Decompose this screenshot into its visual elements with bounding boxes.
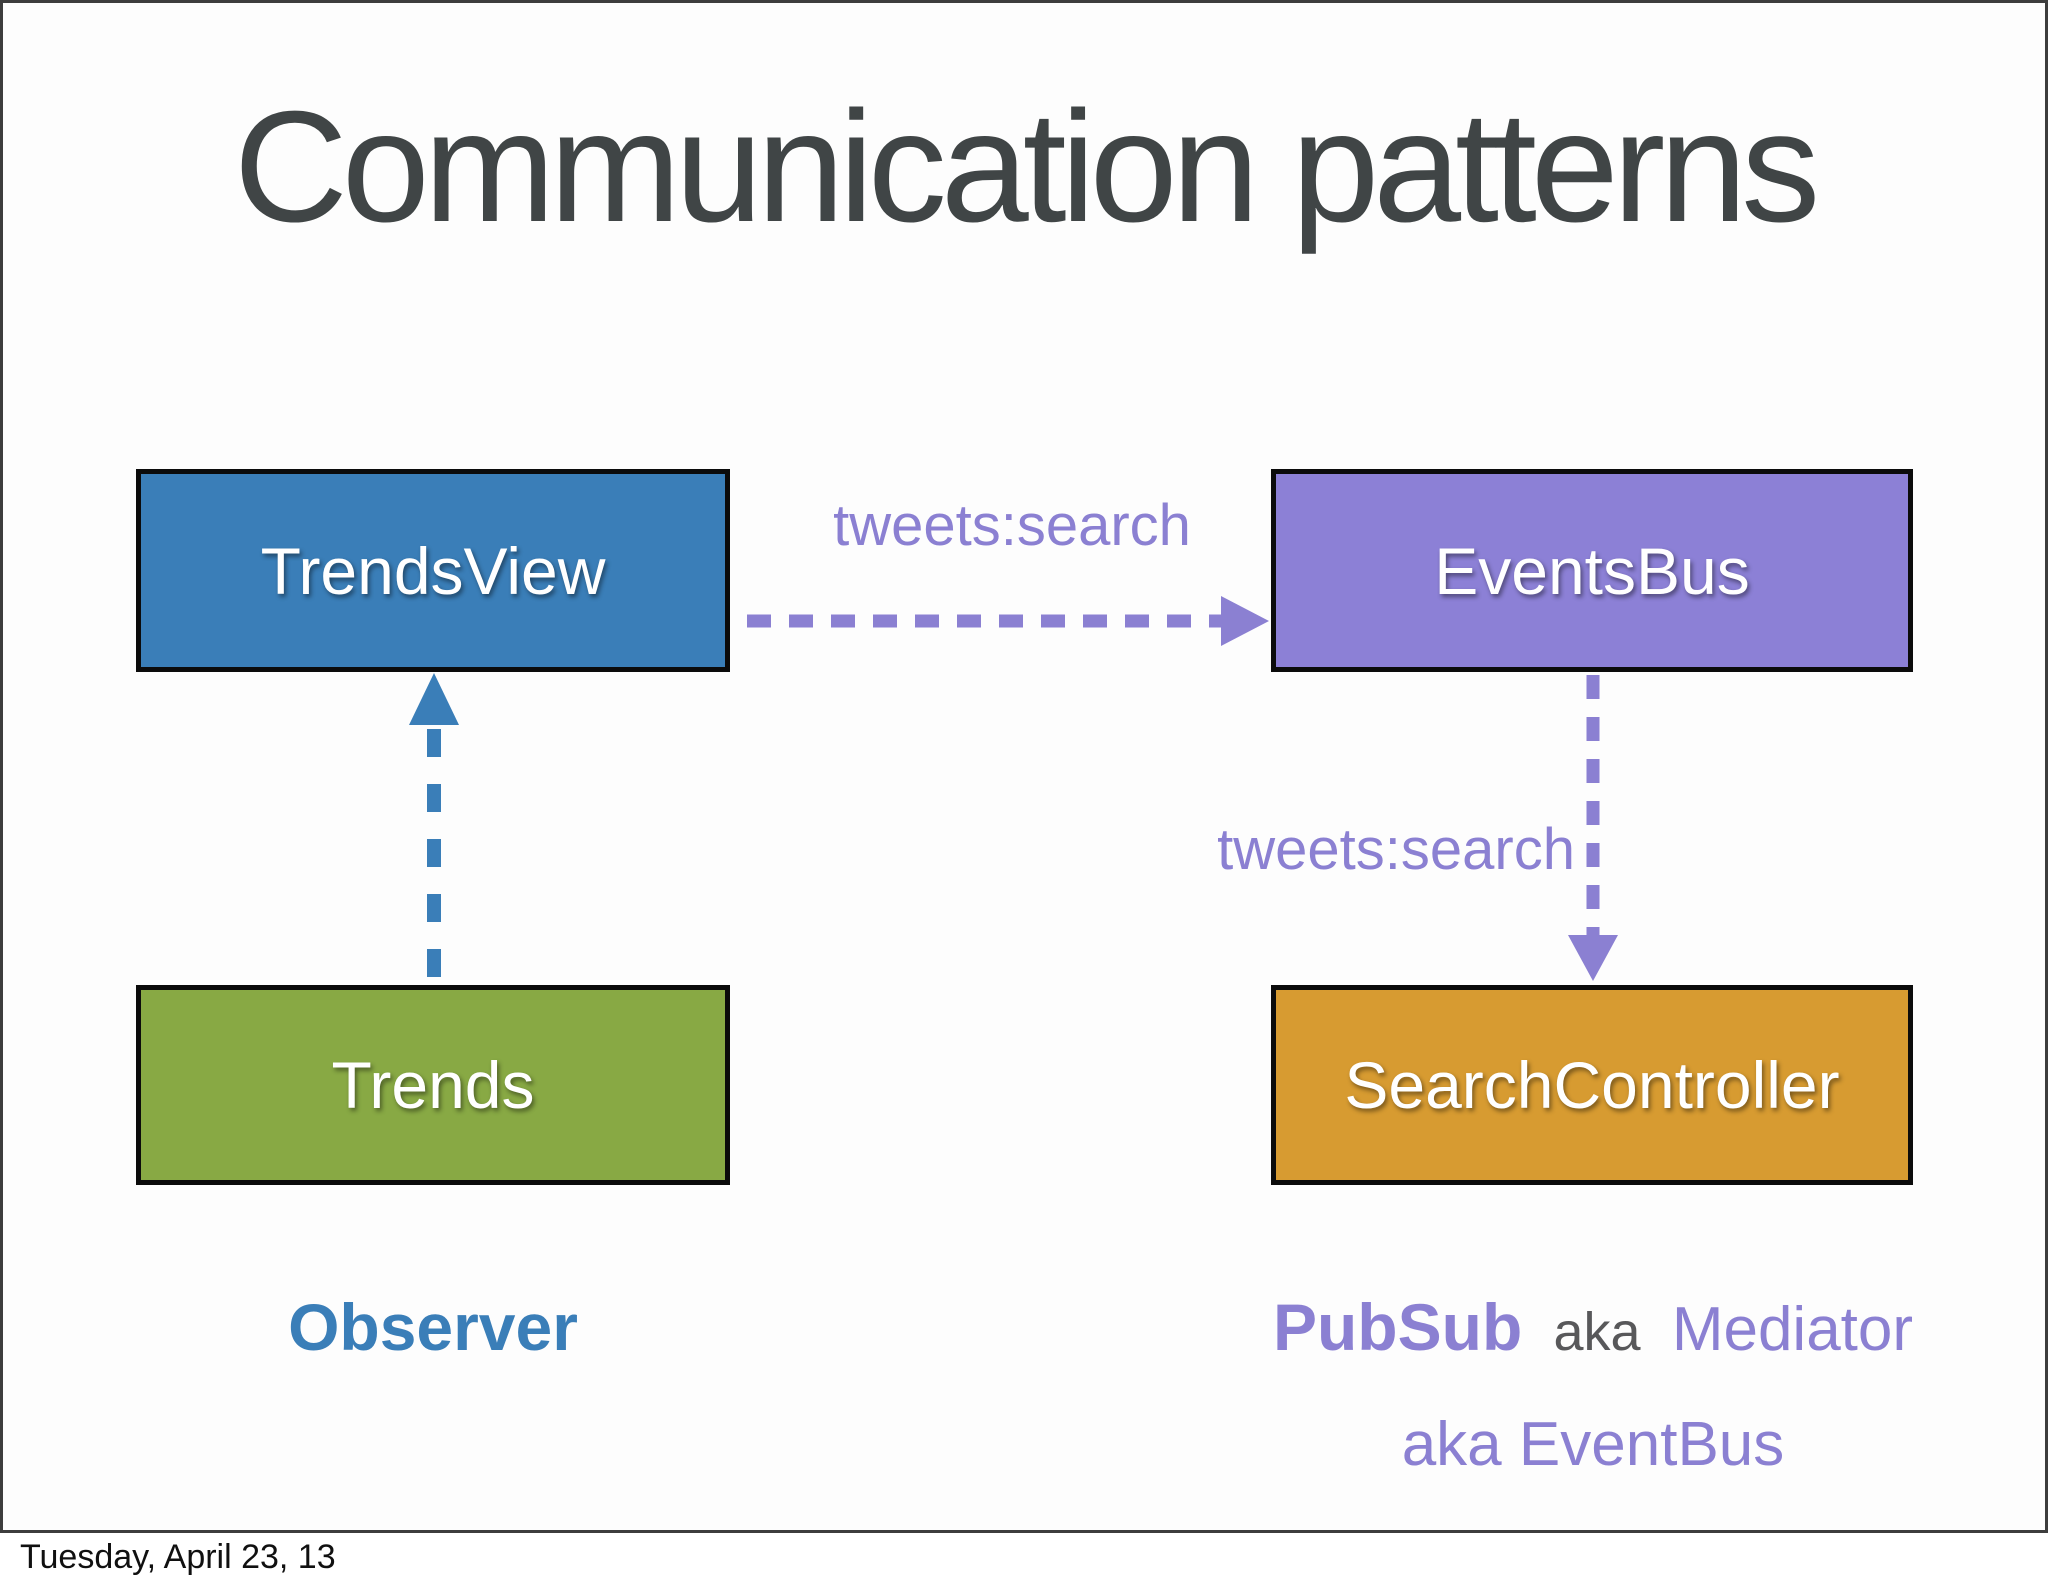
- arrow-eventsbus-to-searchcontroller-icon: [1566, 673, 1620, 983]
- node-label-trends: Trends: [331, 1048, 535, 1122]
- pattern-pubsub-aka2-word: aka: [1401, 1410, 1502, 1479]
- node-label-eventsbus: EventsBus: [1434, 533, 1750, 608]
- pattern-pubsub-aka2-name: EventBus: [1518, 1410, 1785, 1479]
- pattern-label-pubsub-line2: aka EventBus: [1113, 1409, 2048, 1480]
- slide-frame: Communication patterns TrendsView Events…: [0, 0, 2048, 1533]
- pattern-pubsub-aka1-name: Mediator: [1671, 1295, 1914, 1364]
- arrow-trendsview-to-eventsbus-icon: [745, 594, 1271, 648]
- page-title: Communication patterns: [233, 79, 1820, 255]
- diagram-node-eventsbus: EventsBus: [1271, 469, 1913, 672]
- pattern-pubsub-primary: PubSub: [1272, 1290, 1523, 1364]
- diagram-node-searchcontroller: SearchController: [1271, 985, 1913, 1185]
- diagram-node-trends: Trends: [136, 985, 730, 1185]
- pattern-pubsub-aka1-word: aka: [1553, 1302, 1641, 1362]
- node-label-searchcontroller: SearchController: [1344, 1048, 1840, 1122]
- arrow-trends-to-trendsview-icon: [407, 671, 461, 983]
- pattern-label-observer: Observer: [288, 1290, 578, 1364]
- arrow-label-tweets-search-vertical: tweets:search: [1217, 817, 1575, 882]
- footer-date: Tuesday, April 23, 13: [20, 1538, 336, 1576]
- node-label-trendsview: TrendsView: [260, 533, 606, 608]
- pattern-label-pubsub: PubSub aka Mediator: [1113, 1289, 2048, 1365]
- diagram-node-trendsview: TrendsView: [136, 469, 730, 672]
- arrow-label-tweets-search-horizontal: tweets:search: [833, 493, 1191, 558]
